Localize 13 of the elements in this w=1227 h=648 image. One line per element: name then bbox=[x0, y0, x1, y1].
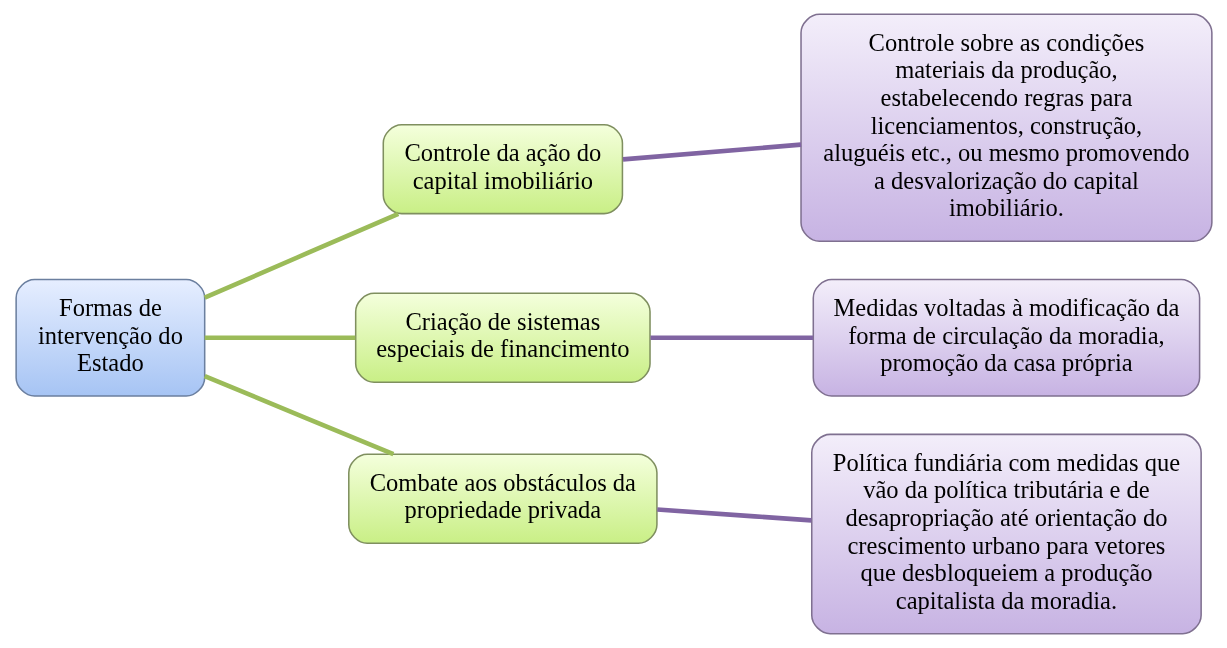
connector bbox=[656, 507, 811, 523]
node-box: Combate aos obstáculos da propriedade privada bbox=[347, 453, 658, 544]
node-box: Política fundiária com medidas que vão da política tributária e de desapropriação até orientação do crescimento urbano para vetores que desbloqueiem a produção capitalista da moradia. bbox=[810, 433, 1202, 635]
node-box: Controle sobre as condições materiais da produção, estabelecendo regras para licenciamentos, construção, aluguéis etc., ou mesmo promovendo a desvalorização do capital imobiliário. bbox=[799, 13, 1213, 242]
node-box: Controle da ação do capital imobiliário bbox=[382, 123, 623, 215]
node-box: Criação de sistemas especiais de financimento bbox=[354, 292, 651, 383]
connector bbox=[203, 374, 394, 457]
connector bbox=[204, 335, 355, 341]
connector bbox=[650, 335, 813, 341]
connector bbox=[622, 142, 801, 162]
node-box: Medidas voltadas à modificação da forma de circulação da moradia, promoção da casa própria bbox=[812, 278, 1200, 397]
node-box: Formas de intervenção do Estado bbox=[14, 278, 205, 397]
connector bbox=[203, 211, 399, 300]
